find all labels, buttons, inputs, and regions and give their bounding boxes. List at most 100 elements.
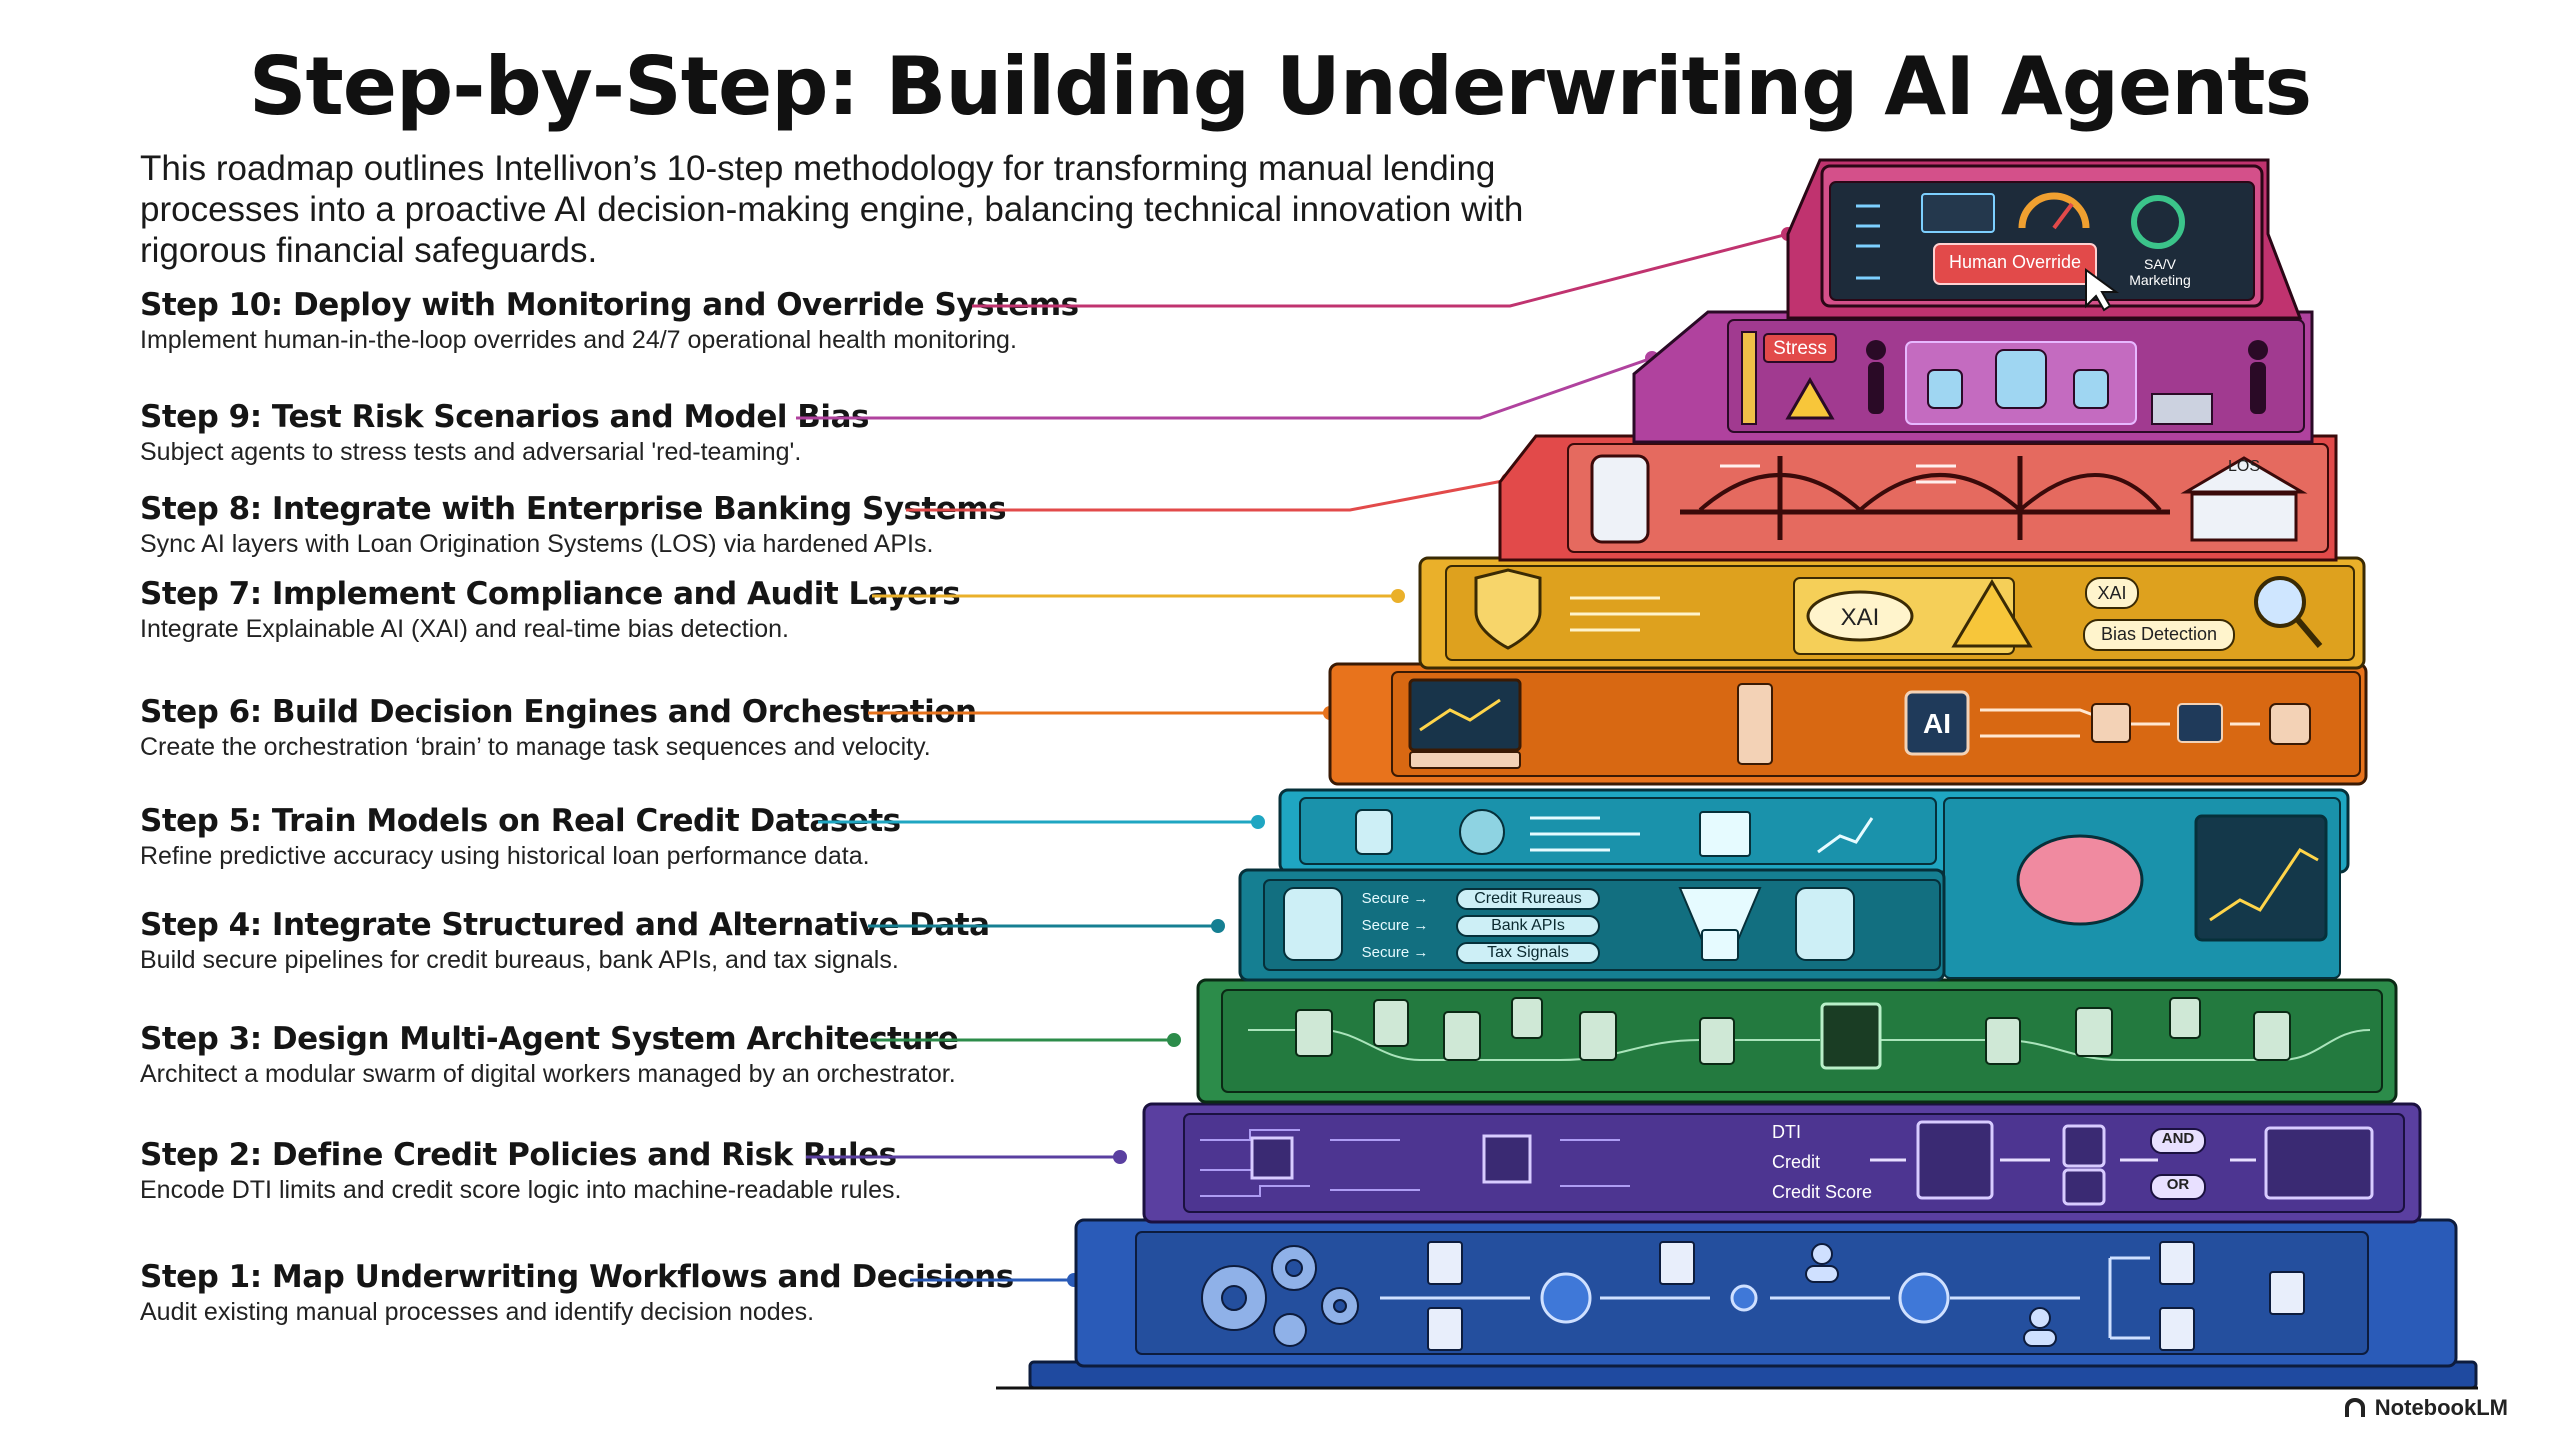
dot-step-3: [1167, 1033, 1181, 1047]
step-3-caption: Step 3: Design Multi-Agent System Archit…: [140, 1020, 1140, 1090]
step-2-caption: Step 2: Define Credit Policies and Risk …: [140, 1136, 1140, 1206]
robot-icon: [1927, 349, 2109, 409]
gear-icon: [1459, 809, 1505, 855]
warning-icon: [1785, 377, 1835, 420]
gear-icon: [1201, 1245, 1359, 1347]
step-9-desc: Subject agents to stress tests and adver…: [140, 438, 802, 466]
cursor-icon: [2085, 268, 2120, 312]
brand-name: NotebookLM: [2374, 1395, 2508, 1420]
chip-icon: [1482, 1134, 1532, 1184]
human-override-button[interactable]: [1933, 243, 2097, 285]
connector-step-10: [972, 232, 1789, 308]
user-icon: [1805, 1243, 2057, 1347]
step-9-caption: Step 9: Test Risk Scenarios and Model Bi…: [140, 398, 1140, 468]
stress-label: Stress: [1773, 338, 1827, 359]
step-3-desc: Architect a modular swarm of digital wor…: [140, 1060, 956, 1088]
step-8-desc: Sync AI layers with Loan Origination Sys…: [140, 530, 934, 558]
step-8-title: Step 8: Integrate with Enterprise Bankin…: [140, 491, 1007, 527]
credit-bureaus-label: Credit Rureaus: [1456, 888, 1600, 910]
tier-step-7: [1418, 556, 2366, 670]
page-title: Step-by-Step: Building Underwriting AI A…: [248, 40, 2312, 133]
los-label: LOS: [2227, 458, 2260, 475]
step-10-desc: Implement human-in-the-loop overrides an…: [140, 326, 1017, 354]
chip-icon: [1250, 1136, 1294, 1180]
step-4-desc: Build secure pipelines for credit bureau…: [140, 946, 899, 974]
step-4-caption: Step 4: Integrate Structured and Alterna…: [140, 906, 1140, 976]
monitor-chart-icon: [2194, 814, 2328, 942]
human-override-label: Human Override: [1948, 252, 2082, 272]
magnifier-icon: [2254, 576, 2306, 628]
step-4-title: Step 4: Integrate Structured and Alterna…: [140, 907, 990, 943]
step-7-title: Step 7: Implement Compliance and Audit L…: [140, 576, 961, 612]
tier-step-9: [1632, 310, 2314, 444]
credit-score-label: Credit Score: [1772, 1182, 1873, 1202]
step-10-caption: Step 10: Deploy with Monitoring and Over…: [140, 286, 1140, 356]
step-5-title: Step 5: Train Models on Real Credit Data…: [140, 803, 901, 839]
step-2-title: Step 2: Define Credit Policies and Risk …: [140, 1137, 897, 1173]
step-7-caption: Step 7: Implement Compliance and Audit L…: [140, 575, 1140, 645]
tax-signals-label: Tax Signals: [1456, 942, 1600, 964]
database-icon: [1283, 887, 1855, 961]
database-icon: [1355, 809, 1393, 855]
dti-label: DTI: [1772, 1122, 1801, 1142]
sa-marketing-label: SA/V Marketing: [2129, 256, 2191, 288]
ai-chip-label: AI: [1923, 708, 1951, 739]
bank-apis-label: Bank APIs: [1456, 915, 1600, 937]
agent-node-icon: [1295, 997, 2291, 1065]
tier-step-8: [1498, 434, 2338, 562]
bank-building-icon: [2180, 456, 2308, 542]
orchestrator-chip-icon: [1820, 1002, 1882, 1070]
dot-step-7: [1391, 589, 1405, 603]
lock-funnel-icon: [1678, 887, 1762, 961]
document-icon: [1427, 1241, 2305, 1351]
dot-step-4: [1211, 919, 1225, 933]
tier-step-3: [1196, 978, 2398, 1104]
dot-step-5: [1251, 815, 1265, 829]
gauge-icon: [2018, 192, 2090, 229]
step-6-title: Step 6: Build Decision Engines and Orche…: [140, 694, 977, 730]
tier-step-6: [1328, 662, 2368, 786]
step-3-title: Step 3: Design Multi-Agent System Archit…: [140, 1021, 959, 1057]
laptop-icon: [2151, 393, 2213, 425]
intro-paragraph: This roadmap outlines Intellivon’s 10-st…: [140, 149, 1524, 270]
step-1-caption: Step 1: Map Underwriting Workflows and D…: [140, 1258, 1140, 1328]
gauge-icon: [2131, 195, 2185, 249]
step-6-desc: Create the orchestration ‘brain’ to mana…: [140, 733, 931, 761]
connector-step-8: [906, 478, 1509, 512]
step-1-title: Step 1: Map Underwriting Workflows and D…: [140, 1259, 1014, 1295]
decision-node-icon: [1540, 1272, 1950, 1324]
notebooklm-logo-icon: [2344, 1398, 2365, 1417]
warning-icon: [1951, 579, 2033, 648]
or-gate-label: OR: [2150, 1174, 2206, 1200]
step-7-desc: Integrate Explainable AI (XAI) and real-…: [140, 615, 789, 643]
secure-label-1: Secure →: [1361, 890, 1429, 907]
credit-label: Credit: [1772, 1152, 1821, 1172]
step-9-title: Step 9: Test Risk Scenarios and Model Bi…: [140, 399, 869, 435]
xai-left-label: XAI: [1840, 604, 1880, 631]
step-5-desc: Refine predictive accuracy using histori…: [140, 842, 870, 870]
step-8-caption: Step 8: Integrate with Enterprise Bankin…: [140, 490, 1140, 560]
and-gate-label: AND: [2150, 1128, 2206, 1154]
tier-step-1: [1028, 1218, 2478, 1390]
database-icon: [1590, 454, 1650, 544]
step-10-title: Step 10: Deploy with Monitoring and Over…: [140, 287, 1079, 323]
bias-detection-label: Bias Detection: [2100, 624, 2218, 644]
server-icon: [1737, 683, 1773, 765]
dot-step-2: [1113, 1150, 1127, 1164]
ai-chip-icon: [1904, 690, 1970, 756]
person-icon: [1866, 340, 2268, 414]
secure-label-3: Secure →: [1361, 944, 1429, 961]
monitor-icon: [1408, 678, 1522, 752]
connector-lines: [796, 232, 1789, 1282]
chart-icon: [1699, 811, 1751, 857]
step-5-caption: Step 5: Train Models on Real Credit Data…: [140, 802, 1140, 872]
brain-icon: [2016, 834, 2144, 926]
brand-watermark: NotebookLM: [2343, 1395, 2508, 1421]
step-1-desc: Audit existing manual processes and iden…: [140, 1298, 815, 1326]
step-6-caption: Step 6: Build Decision Engines and Orche…: [140, 693, 1140, 763]
shield-icon: [1474, 568, 1542, 650]
tier-step-2: [1142, 1102, 2422, 1224]
secure-label-2: Secure →: [1361, 917, 1429, 934]
keyboard-icon: [1409, 751, 1521, 769]
